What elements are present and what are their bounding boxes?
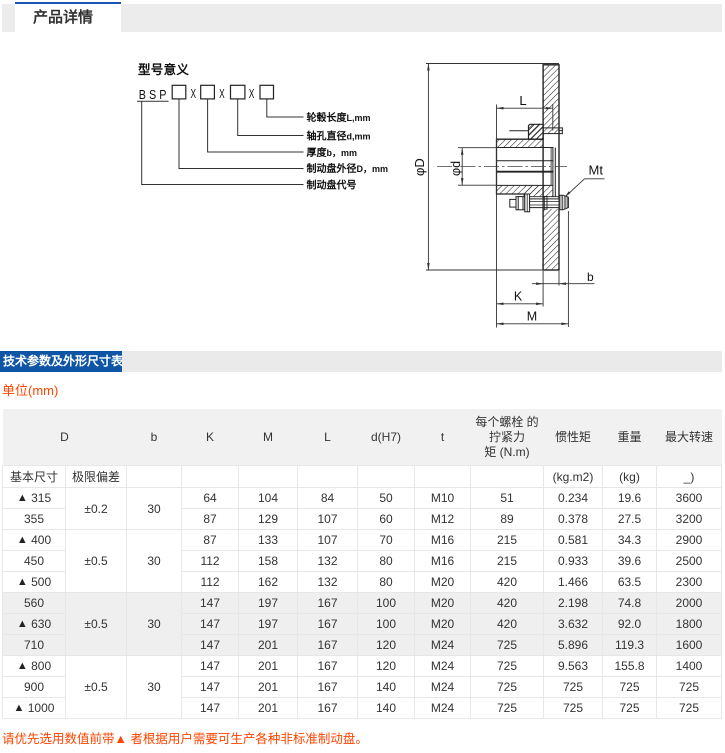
- svg-text:L: L: [519, 93, 526, 108]
- svg-text:制动盘外径D，mm: 制动盘外径D，mm: [307, 162, 389, 175]
- svg-text:K: K: [514, 290, 523, 304]
- svg-text:X: X: [249, 87, 255, 101]
- svg-text:b: b: [587, 270, 594, 284]
- svg-text:M: M: [527, 309, 537, 323]
- svg-text:X: X: [219, 87, 225, 101]
- svg-text:轮毂长度L,mm: 轮毂长度L,mm: [307, 111, 371, 124]
- svg-text:轴孔直径d,mm: 轴孔直径d,mm: [307, 130, 371, 143]
- svg-text:φD: φD: [412, 158, 427, 176]
- svg-text:X: X: [191, 87, 197, 101]
- svg-text:Mt: Mt: [589, 163, 604, 178]
- svg-text:φd: φd: [449, 161, 463, 176]
- svg-text:B S P: B S P: [139, 87, 167, 102]
- svg-text:型号意义: 型号意义: [138, 62, 189, 77]
- svg-text:制动盘代号: 制动盘代号: [307, 178, 357, 191]
- svg-text:厚度b，mm: 厚度b，mm: [307, 146, 358, 159]
